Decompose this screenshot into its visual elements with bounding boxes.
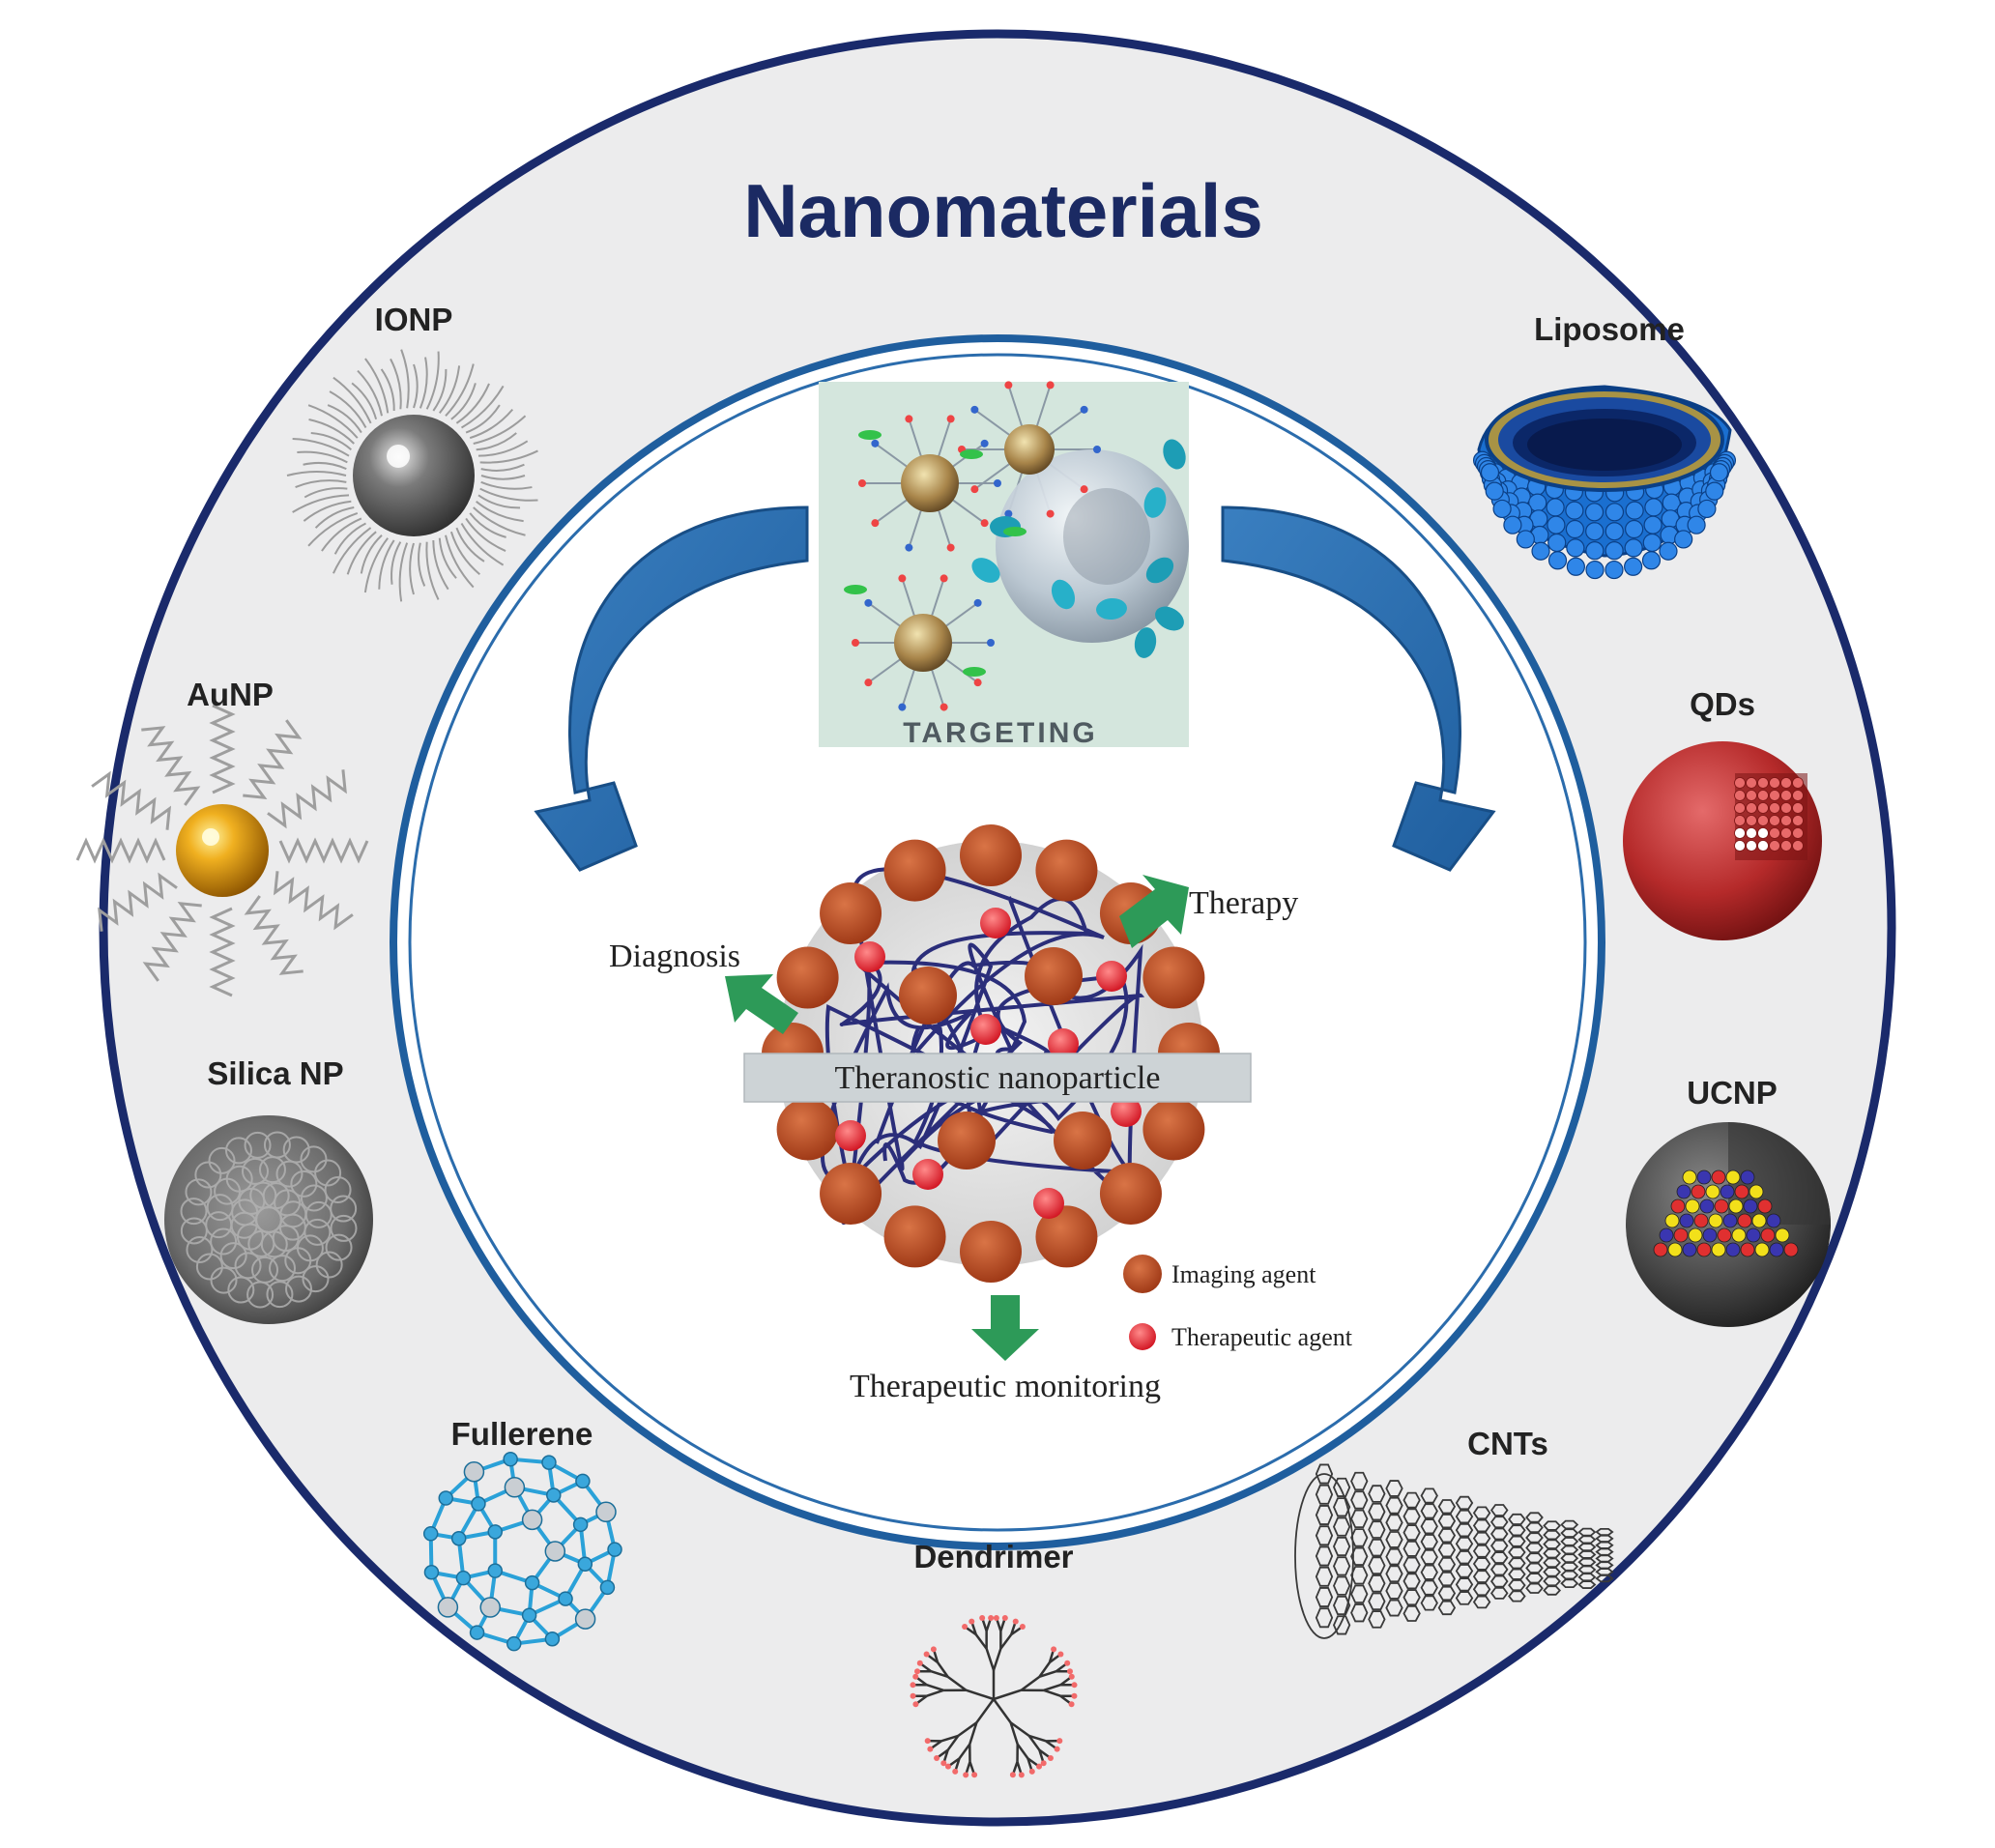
diagnosis-label: Diagnosis [609,938,740,974]
therapy-label: Therapy [1189,885,1298,921]
legend-therapeutic-label: Therapeutic agent [1171,1323,1353,1351]
liposome-label: Liposome [1534,311,1685,347]
targeting-label: TARGETING [903,717,1097,749]
legend-imaging-label: Imaging agent [1171,1260,1316,1288]
legend-imaging-swatch [1123,1255,1162,1293]
ionp-icon [286,349,538,602]
cnts-label: CNTs [1467,1426,1548,1461]
qds-icon [1623,741,1822,940]
curved-arrow-right [1221,505,1496,872]
qds-label: QDs [1690,686,1755,722]
curved-arrow-left [534,505,809,872]
monitoring-label: Therapeutic monitoring [850,1369,1161,1404]
monitoring-arrow [971,1295,1039,1361]
silica-np-icon [164,1115,373,1324]
ucnp-label: UCNP [1687,1075,1778,1111]
fullerene-label: Fullerene [451,1416,593,1452]
aunp-icon [75,704,369,997]
aunp-label: AuNP [187,677,274,712]
dendrimer-label: Dendrimer [913,1539,1073,1574]
theranostic-label-band [743,1053,1252,1103]
ionp-label: IONP [375,302,453,337]
targeting-np-3 [894,614,952,672]
theranostic-label: Theranostic nanoparticle [834,1060,1160,1096]
targeting-np-2 [1004,424,1055,475]
silica-np-label: Silica NP [207,1055,343,1091]
targeting-image [819,381,1189,747]
liposome-icon [1472,385,1737,580]
inner-circle-rim [408,353,1587,1532]
legend-therapeutic-swatch [1129,1323,1156,1350]
therapy-arrow [1119,875,1189,948]
dendrimer-icon [910,1615,1078,1778]
ucnp-icon [1626,1122,1831,1327]
fullerene-icon [422,1451,622,1652]
diagnosis-arrow [725,974,798,1034]
targeting-np-1 [901,454,959,512]
cnts-icon [1294,1463,1614,1639]
diagram-title: Nanomaterials [743,168,1263,253]
